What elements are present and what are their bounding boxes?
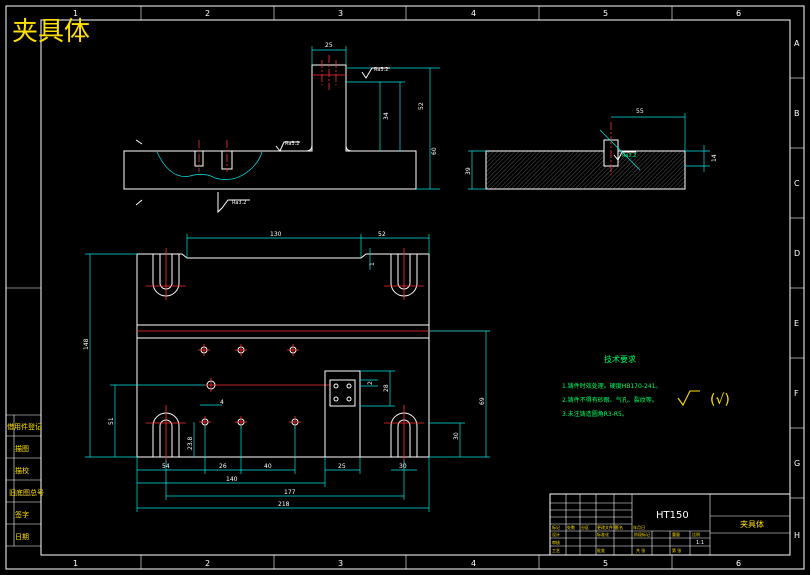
title-block-label: 标准化 (597, 531, 609, 537)
dim-label: 23.8 (187, 436, 194, 450)
left-table-cell: 描图 (15, 444, 29, 453)
title-block-label: 比例 (692, 531, 700, 537)
column-labels-bottom: 1 2 3 4 5 6 (73, 559, 741, 568)
title-block-label: 处数 (567, 524, 575, 530)
roughness-symbol-icon (677, 390, 700, 407)
col-label: 3 (338, 9, 343, 18)
title-block-label: 工艺 (552, 548, 560, 553)
part-name-label: 夹具体 (740, 519, 764, 529)
dim-label: 51 (108, 417, 115, 425)
left-table-cell: 借用件登记 (7, 422, 42, 431)
row-label: B (794, 109, 800, 118)
plan-view: 130 52 1 148 51 69 30 28 2 4 23.8 54 26 … (83, 231, 490, 512)
col-label: 2 (205, 559, 210, 568)
dim-label: 55 (636, 108, 644, 115)
left-table-cell: 旧底图总号 (9, 488, 44, 497)
dim-label: 25 (338, 463, 346, 470)
roughness-label: Ra3.2 (285, 141, 299, 147)
col-label: 5 (603, 559, 608, 568)
roughness-label: Ra3.2 (232, 200, 246, 206)
dim-label: 140 (226, 476, 238, 483)
title-block-label: 阶段标记 (634, 531, 650, 537)
dim-label: 34 (383, 112, 390, 120)
title-block: HT150 夹具体 1:1 标记 处数 分区 更改文件号 签名 年月日 设计 标… (549, 493, 791, 556)
dim-label: 1 (369, 262, 376, 266)
dim-label: 28 (383, 384, 390, 392)
row-label: G (794, 459, 800, 468)
row-label: E (794, 319, 799, 328)
dim-label: 30 (399, 463, 407, 470)
dim-label: 54 (162, 463, 170, 470)
dim-label: 69 (479, 397, 486, 405)
scale-label: 1:1 (696, 540, 704, 546)
left-binding-table: 借用件登记 描图 描校 旧底图总号 签字 日期 (6, 414, 44, 547)
tech-item: 1.铸件时效处理。硬度HB170-241。 (562, 382, 661, 390)
title-block-label: 设计 (552, 531, 560, 537)
title-block-label: 重量 (672, 531, 680, 537)
row-label: C (794, 179, 800, 188)
dim-label: 40 (264, 463, 272, 470)
title-block-label: 共 张 (636, 547, 645, 553)
roughness-note: (√) (710, 392, 730, 408)
left-table-cell: 签字 (15, 510, 29, 519)
material-label: HT150 (656, 510, 689, 521)
row-label: D (794, 249, 800, 258)
dim-label: 60 (431, 147, 438, 155)
drawing-border (5, 5, 805, 570)
drawing-title: 夹具体 (12, 17, 90, 47)
tech-heading: 技术要求 (604, 354, 636, 364)
roughness-label: Ra3.2 (622, 153, 636, 159)
dim-label: 26 (219, 463, 227, 470)
col-label: 3 (338, 559, 343, 568)
title-block-label: 第 张 (672, 547, 681, 553)
col-label: 4 (471, 559, 476, 568)
dim-label: 4 (220, 399, 224, 406)
front-view: 25 52 34 60 Ra3.2 Ra3.2 Ra3.2 (123, 42, 440, 214)
technical-requirements: 技术要求 1.铸件时效处理。硬度HB170-241。 2.铸件不得有砂眼、气孔、… (562, 354, 730, 418)
col-label: 5 (603, 9, 608, 18)
bolt-holes (198, 344, 330, 428)
title-block-label: 签名 (615, 524, 623, 530)
dim-label: 218 (278, 501, 290, 508)
col-label: 6 (736, 559, 741, 568)
dim-label: 14 (711, 154, 718, 162)
col-label: 2 (205, 9, 210, 18)
dim-label: 30 (453, 432, 460, 440)
roughness-label: Ra3.2 (374, 67, 388, 73)
col-label: 4 (471, 9, 476, 18)
title-block-label: 审核 (552, 539, 560, 545)
dim-label: 148 (83, 338, 90, 350)
row-label: H (794, 531, 800, 540)
title-block-label: 批准 (597, 547, 605, 553)
title-block-label: 年月日 (633, 524, 645, 530)
row-label: A (794, 39, 800, 48)
dim-label: 130 (270, 231, 282, 238)
tech-item: 3.未注铸造圆角R3-R5。 (562, 410, 628, 418)
title-block-label: 分区 (581, 524, 589, 530)
left-table-cell: 描校 (15, 466, 29, 475)
col-label: 6 (736, 9, 741, 18)
title-block-label: 更改文件号 (597, 524, 617, 530)
row-labels: A B C D E F G H (794, 39, 800, 540)
tech-item: 2.铸件不得有砂眼、气孔、裂纹等。 (562, 396, 658, 404)
side-view: 55 14 39 Ra3.2 (465, 108, 718, 190)
dim-label: 177 (284, 489, 296, 496)
col-label: 1 (73, 9, 78, 18)
dim-label: 25 (325, 42, 333, 49)
dim-label: 52 (378, 231, 386, 238)
col-label: 1 (73, 559, 78, 568)
row-label: F (794, 389, 799, 398)
column-labels-top: 1 2 3 4 5 6 (73, 9, 741, 18)
title-block-label: 标记 (552, 524, 560, 530)
left-table-cell: 日期 (15, 533, 29, 541)
dim-label: 52 (418, 102, 425, 110)
dim-label: 2 (367, 381, 374, 385)
dim-label: 39 (465, 167, 472, 175)
